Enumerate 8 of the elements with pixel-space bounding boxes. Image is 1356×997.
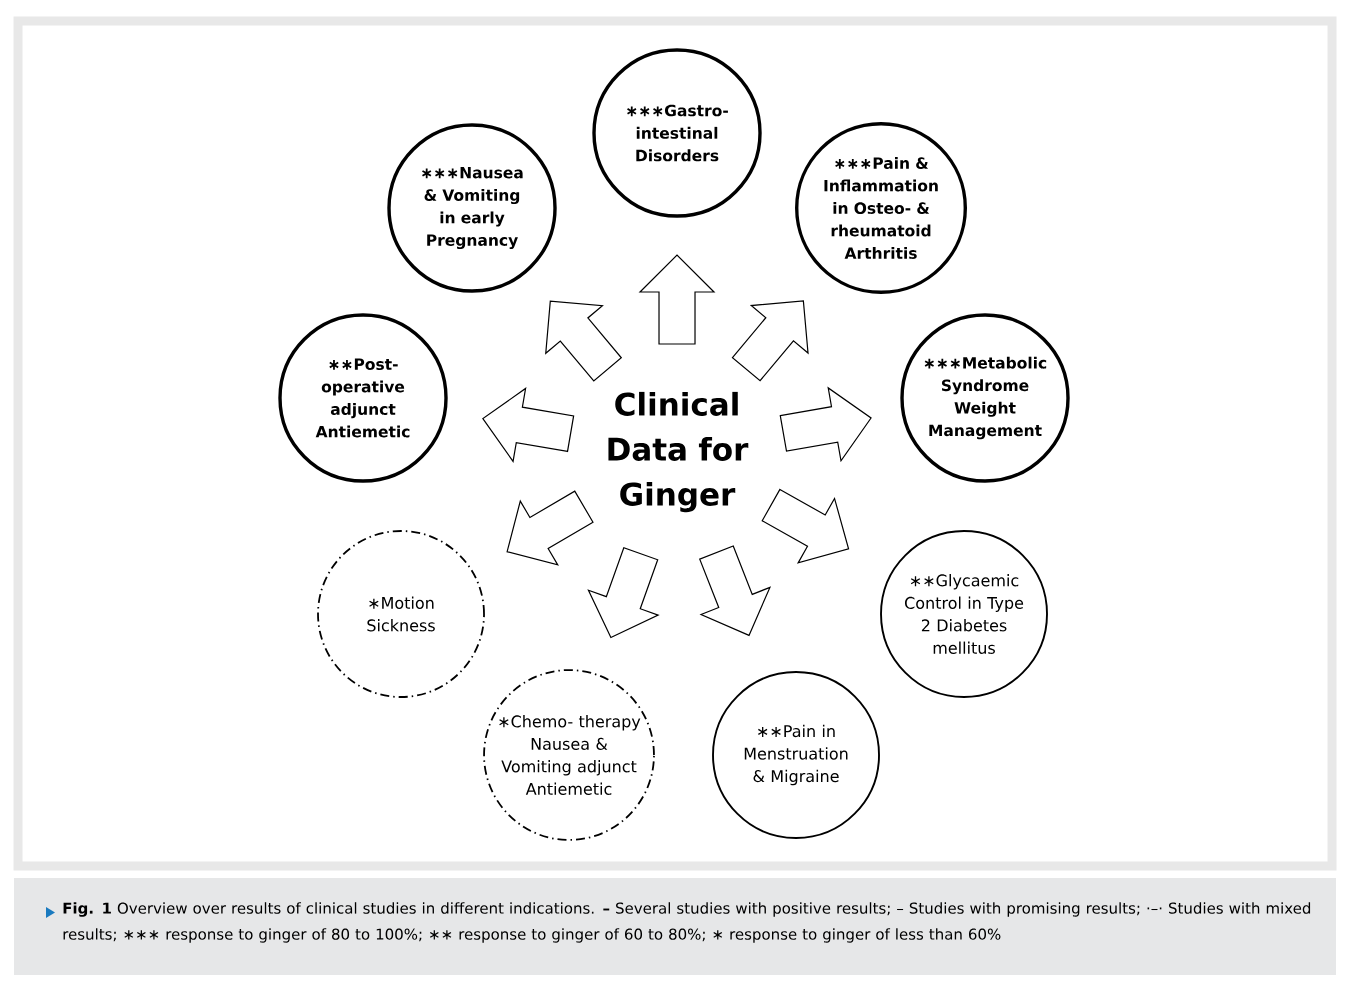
block-arrow	[761, 488, 850, 564]
block-arrow	[731, 300, 809, 382]
block-arrow	[638, 254, 716, 345]
block-arrow	[779, 386, 872, 463]
caption-band: Fig. 1 Overview over results of clinical studies in different indications. – Several studies with positive results; – Studies with promising results; ·–· Studies with mixed results; ∗∗∗ response to ginger of 80 to 100%; ∗∗ response to ginger of 60 to 80%; ∗ response to ginger of less than 60%	[14, 878, 1336, 975]
center-title: Clinical Data for Ginger	[608, 391, 749, 513]
block-arrow	[482, 387, 575, 463]
block-arrow	[506, 490, 594, 566]
